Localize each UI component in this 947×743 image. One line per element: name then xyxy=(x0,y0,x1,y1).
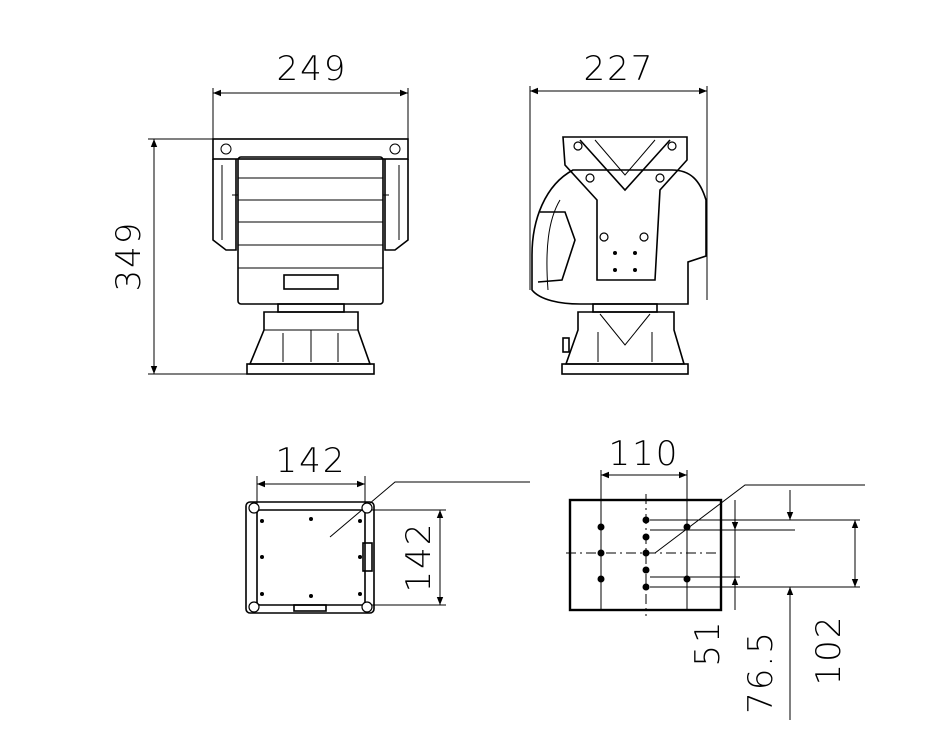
dim-total-height: 349 xyxy=(109,138,248,375)
side-view: 227 xyxy=(529,49,708,375)
dim-label-110: 110 xyxy=(609,434,680,474)
mounting-plate-view: 110 51 xyxy=(566,434,865,720)
base-plan-view: 142 142 xyxy=(245,441,530,614)
dim-label-227: 227 xyxy=(584,49,655,89)
dim-label-142-vertical: 142 xyxy=(399,522,439,593)
dim-plate-76-5: 76.5 xyxy=(741,490,794,720)
dim-plate-51: 51 xyxy=(688,500,739,667)
dim-plate-width: 110 xyxy=(600,434,688,500)
dim-side-width: 227 xyxy=(529,49,708,300)
dim-label-102: 102 xyxy=(809,615,849,686)
dim-label-51: 51 xyxy=(688,619,728,666)
dim-base-height: 142 xyxy=(372,509,446,606)
dim-plate-102: 102 xyxy=(809,520,859,686)
dim-label-349: 349 xyxy=(109,221,149,292)
dim-base-width: 142 xyxy=(256,441,366,510)
dim-front-width: 249 xyxy=(212,49,409,140)
front-view: 249 349 xyxy=(109,49,409,375)
dim-label-76-5: 76.5 xyxy=(741,630,781,714)
dim-label-249: 249 xyxy=(277,49,348,89)
dim-label-142-horizontal: 142 xyxy=(276,441,347,481)
